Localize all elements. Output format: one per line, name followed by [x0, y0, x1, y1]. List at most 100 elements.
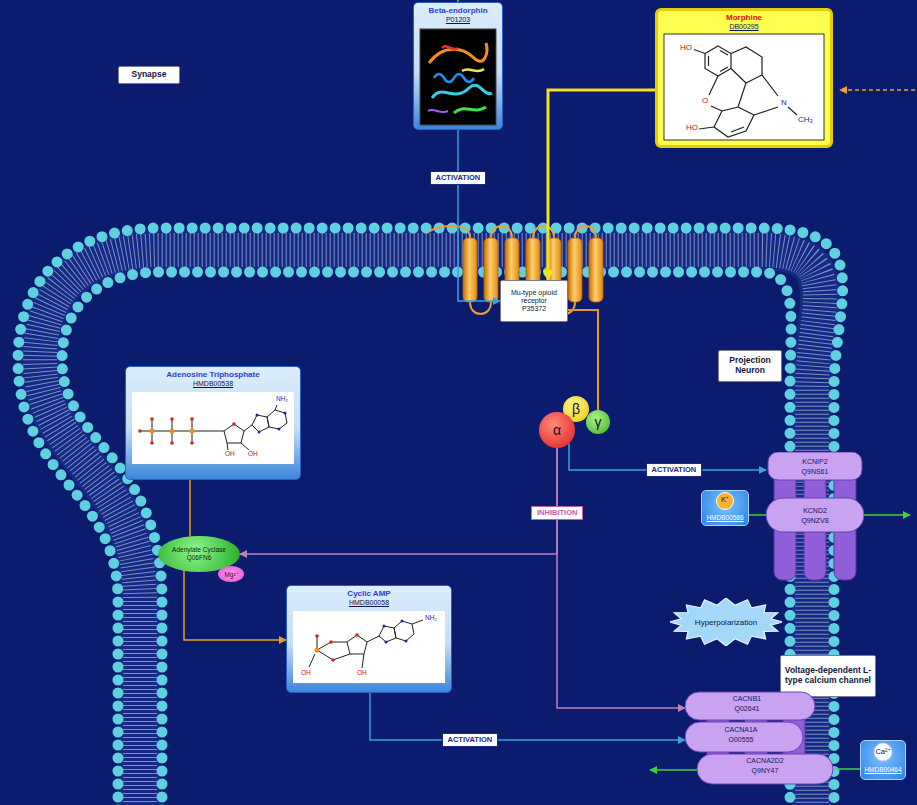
ion-card: K⁺HMDB00586	[701, 490, 749, 526]
protein-structure-part	[442, 46, 458, 49]
atom-label: CH₃	[798, 116, 813, 124]
chemical-structure-part-part	[405, 640, 408, 643]
cell-label: Projection Neuron	[718, 350, 782, 382]
chemical-structure-part-part	[138, 429, 142, 433]
atom-label: NH₂	[425, 615, 437, 622]
receptor-helices-part	[484, 238, 498, 302]
card-title: Cyclic AMP	[289, 589, 449, 599]
effect-name: Hyperpolarization	[695, 618, 757, 627]
gene-name: CACNA2D2	[705, 757, 825, 765]
card-title: Adenosine Triphosphate	[128, 370, 298, 380]
g-protein-subunit: γ	[586, 410, 610, 434]
cell-name: Projection Neuron	[722, 356, 778, 376]
chemical-structure-part-part	[170, 417, 174, 421]
atom-label: HO	[686, 124, 698, 132]
chemical-structure-part	[140, 405, 287, 450]
receptor-helices-part	[428, 226, 470, 238]
accession-id: P01203	[416, 16, 500, 24]
chemical-structure-part	[138, 417, 236, 445]
atom-label: OH	[357, 670, 367, 677]
calcium-channel-shape-part	[685, 692, 815, 720]
connector	[749, 514, 766, 516]
chemical-structure-part-part	[170, 429, 175, 434]
receptor-helices-part	[533, 226, 554, 238]
chemical-structure-part-part	[256, 414, 259, 417]
channel-label: Voltage-dependent L-type calcium channel	[780, 655, 876, 697]
accession-id: Q02641	[692, 705, 802, 713]
chemical-structure-part-part	[383, 625, 386, 628]
receptor-helices-part	[470, 302, 491, 314]
chemical-structure-part-part	[190, 429, 195, 434]
chemical-structure-part-part	[731, 127, 744, 132]
connector	[458, 130, 500, 301]
calcium-channel: CACNB1Q02641CACNA1AO00555CACNA2D2Q9NY47	[685, 690, 835, 788]
gene-name: CACNB1	[692, 695, 802, 703]
chemical-structure-part-part	[705, 46, 731, 76]
chemical-structure-part	[315, 633, 359, 662]
subunit-symbol: γ	[595, 414, 602, 430]
chemical-structure-part-part	[170, 441, 174, 445]
potassium-channel-shape-part	[766, 498, 864, 532]
potassium-channel-shape-part	[768, 452, 862, 480]
ion-symbol: Mg²⁺	[224, 570, 237, 579]
chemical-structure-part	[315, 648, 320, 653]
accession-id: DB00295	[660, 23, 828, 31]
accession-id: Q9NY47	[705, 767, 825, 775]
protein-structure-part	[434, 74, 474, 82]
chemical-structure-part-part	[150, 441, 154, 445]
chemical-structure-part-part	[331, 658, 335, 662]
lipid-bilayer-part	[62, 272, 791, 805]
accession-id: HMDB00464	[863, 766, 903, 774]
metabolite-card: Cyclic AMPHMDB00058OHOHNH₂	[286, 585, 452, 693]
chemical-structure-part-part	[190, 417, 194, 421]
receptor-helices-part	[491, 226, 512, 238]
protein-structure-part	[432, 85, 492, 98]
atom-label: HO	[680, 44, 692, 52]
chemical-structure	[658, 11, 830, 145]
receptor-name: Mu-type opioid receptor	[504, 289, 564, 305]
ion-card: Ca²⁺ HMDB00464	[860, 740, 906, 780]
chemical-structure-part-part	[709, 51, 729, 72]
region-label: Synapse	[118, 66, 180, 84]
chemical-structure-part-part	[694, 50, 705, 54]
chemical-structure-part-part	[714, 107, 754, 137]
chemical-structure-part-part	[699, 127, 714, 129]
chemical-structure-part-part	[232, 422, 236, 426]
calcium-channel-shape-part	[685, 722, 803, 752]
ion-symbol: Ca²⁺	[863, 747, 903, 756]
chemical-structure-part-part	[722, 83, 746, 111]
lipid-bilayer-part	[18, 228, 843, 805]
chemical-structure-part-part	[315, 634, 319, 638]
protein-structure-part	[429, 43, 487, 63]
protein-card: Beta-endorphinP01203	[413, 2, 503, 130]
ion-icon	[861, 741, 905, 779]
effect-starburst: Hyperpolarization	[670, 598, 782, 646]
chemical-structure-part-part	[385, 641, 388, 644]
atom-label: O	[702, 97, 708, 105]
accession-id: Q06FN6	[187, 554, 212, 562]
subunit-symbol: β	[572, 401, 580, 417]
chemical-structure-part	[293, 611, 445, 683]
atom-label: OH	[248, 451, 258, 458]
ion-flow-arrow-part	[864, 514, 910, 516]
accession-id: Q9NS61	[770, 468, 860, 476]
chemical-structure-part-part	[309, 636, 350, 667]
receptor-helices-part	[568, 238, 582, 302]
calcium-channel-shape-part	[697, 754, 833, 784]
connector	[835, 768, 860, 770]
potassium-channel: KCNIP2Q9NS61KCND2Q9NZV8	[766, 452, 864, 582]
chemical-structure-part	[694, 46, 797, 137]
ion-flow-arrow-part	[650, 769, 697, 771]
chemical-structure-part-part	[394, 621, 414, 641]
gene-name: CACNA1A	[691, 726, 791, 734]
chemical-structure-part	[383, 620, 408, 644]
receptor-helices-part	[463, 238, 477, 302]
chemical-structure-part-part	[379, 626, 396, 642]
receptor-label: Mu-type opioid receptorP35372	[500, 280, 568, 322]
drug-card: MorphineDB00295HOOHONCH₃	[655, 8, 833, 148]
chemical-structure-part-part	[278, 428, 281, 431]
card-title: Morphine	[660, 13, 828, 23]
protein-structure-part	[420, 29, 496, 125]
accession-id: HMDB00058	[289, 599, 449, 607]
connector	[568, 310, 598, 410]
